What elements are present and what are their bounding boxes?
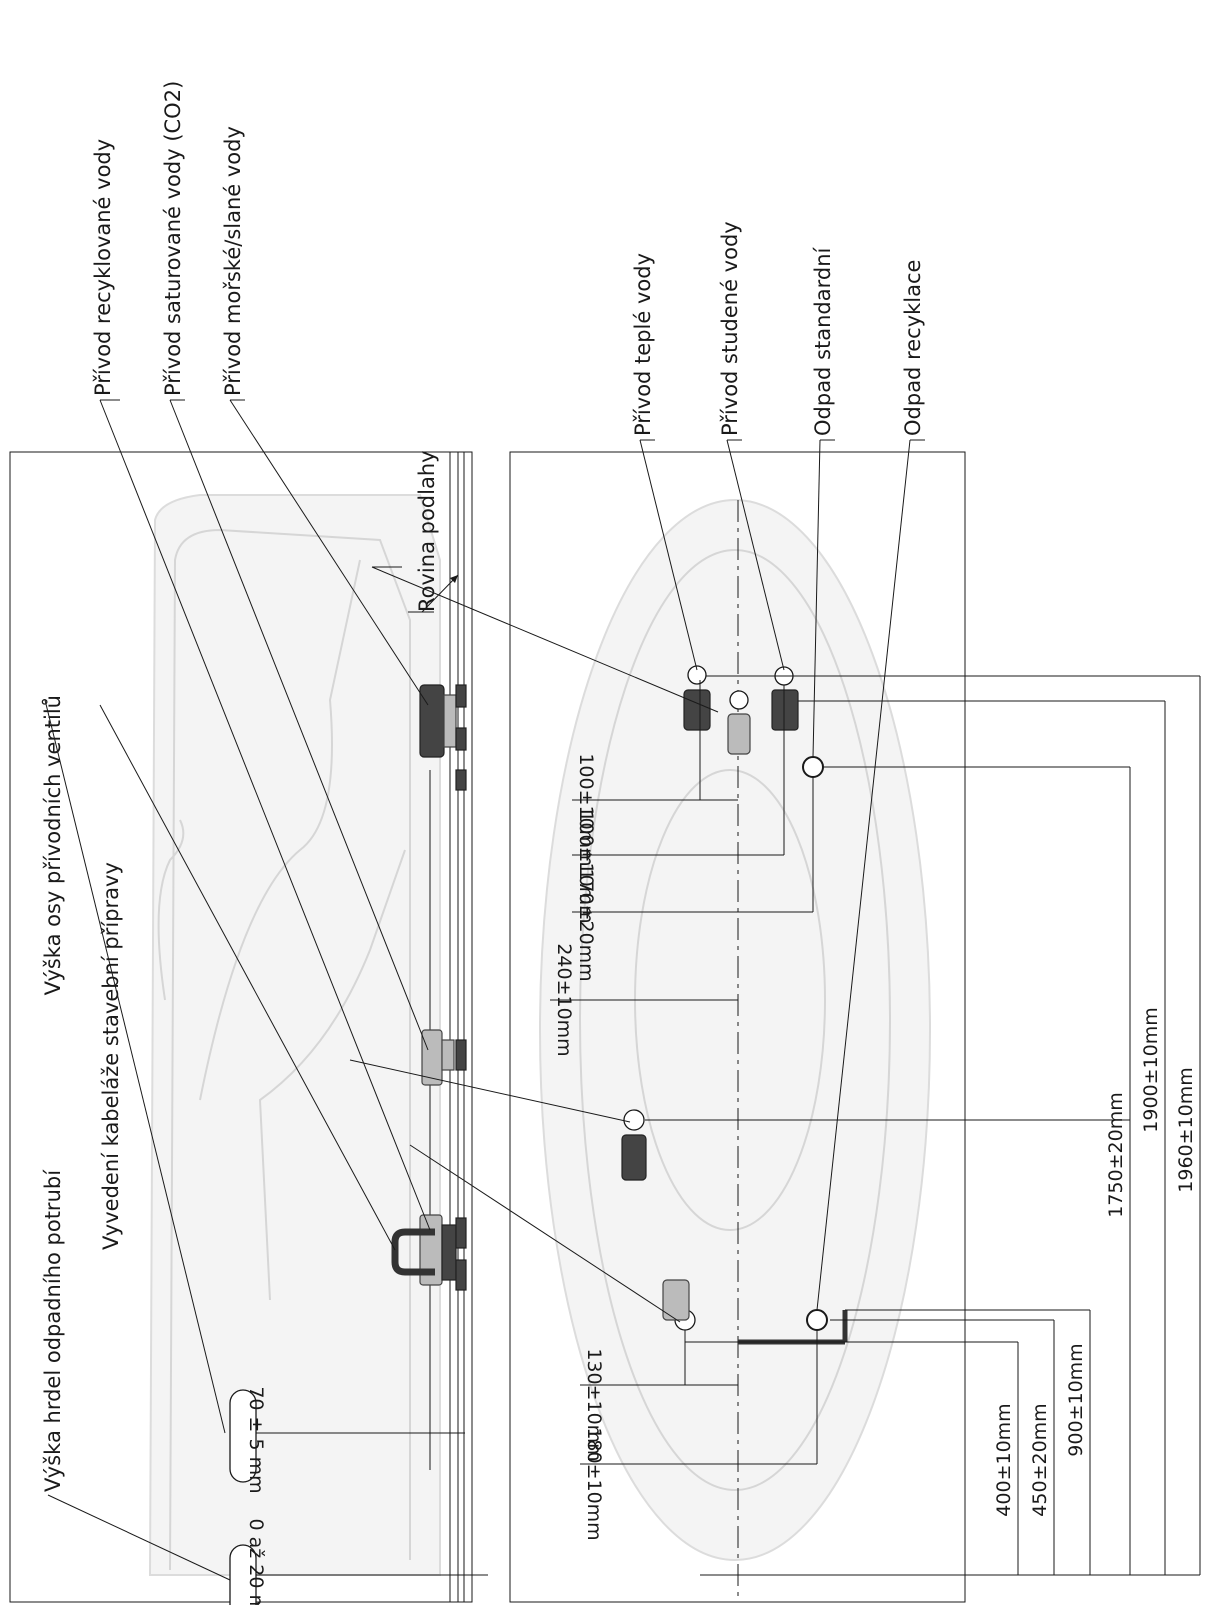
saturated-inlet-point	[623, 1109, 645, 1131]
cable-conduit	[391, 1228, 435, 1276]
floor-plane-label: Rovina podlahy	[415, 450, 439, 612]
d900-dim: 900±10mm	[1065, 1343, 1087, 1456]
recycled-offset-dim: 130±10mm	[583, 1348, 605, 1461]
saturated-inlet-label: Přívod saturované vody (CO2)	[161, 81, 185, 396]
sat-offset-dim: 240±10mm	[553, 943, 575, 1056]
valve-height-dim: 70 ± 5 mm	[245, 1386, 267, 1493]
standard-drain-point	[802, 756, 824, 778]
recycle-drain-point	[806, 1309, 828, 1331]
longitudinal-dims: 400±10mm 450±20mm 900±10mm 1750±20mm 190…	[645, 675, 1201, 1576]
cold-inlet-label: Přívod studené vody	[718, 221, 742, 436]
std-drain-offset-dim: 170±20mm	[575, 868, 597, 981]
d1900-dim: 1900±10mm	[1140, 1007, 1162, 1132]
drain-height-label: Výška hrdel odpadního potrubí	[41, 1169, 65, 1492]
standard-drain-label: Odpad standardní	[811, 246, 835, 436]
lateral-dims: 100±10mm 100±10mm 170±20mm 240±10mm 130±…	[550, 680, 818, 1541]
recycle-drain-label: Odpad recyklace	[901, 260, 925, 436]
top-bathtub-ghost	[539, 499, 931, 1561]
side-fitting-sea	[419, 684, 445, 758]
floor-range-box	[229, 1544, 257, 1605]
valve-axis-label: Výška osy přívodních ventilů	[41, 695, 65, 995]
hot-inlet-label: Přívod teplé vody	[631, 253, 655, 436]
side-fittings	[391, 684, 467, 1291]
top-view: Přívod teplé vody Přívod studené vody Od…	[349, 221, 1201, 1603]
hot-inlet-point	[687, 665, 707, 685]
hot-offset-dim: 100±10mm	[575, 753, 597, 866]
cable-outlet-label: Vyvedení kabeláže stavební přípravy	[99, 862, 123, 1250]
side-view: Rovina podlahy	[9, 81, 488, 1605]
floor-range-dim: 0 až 20 mm	[245, 1518, 267, 1605]
recycle-drain-offset-dim: 180±10mm	[583, 1427, 605, 1540]
d400-dim: 400±10mm	[993, 1403, 1015, 1516]
d1960-dim: 1960±10mm	[1175, 1067, 1197, 1192]
recycled-inlet-label: Přívod recyklované vody	[91, 139, 115, 396]
sea-inlet-fitting	[727, 713, 751, 755]
sea-inlet-label: Přívod mořské/slané vody	[221, 126, 245, 396]
top-view-frame	[509, 451, 966, 1603]
d450-dim: 450±20mm	[1029, 1403, 1051, 1516]
cold-offset-dim: 100±10mm	[575, 810, 597, 923]
valve-height-box	[229, 1389, 257, 1483]
side-bathtub-ghost	[148, 494, 441, 1576]
d1750-dim: 1750±20mm	[1105, 1092, 1127, 1217]
